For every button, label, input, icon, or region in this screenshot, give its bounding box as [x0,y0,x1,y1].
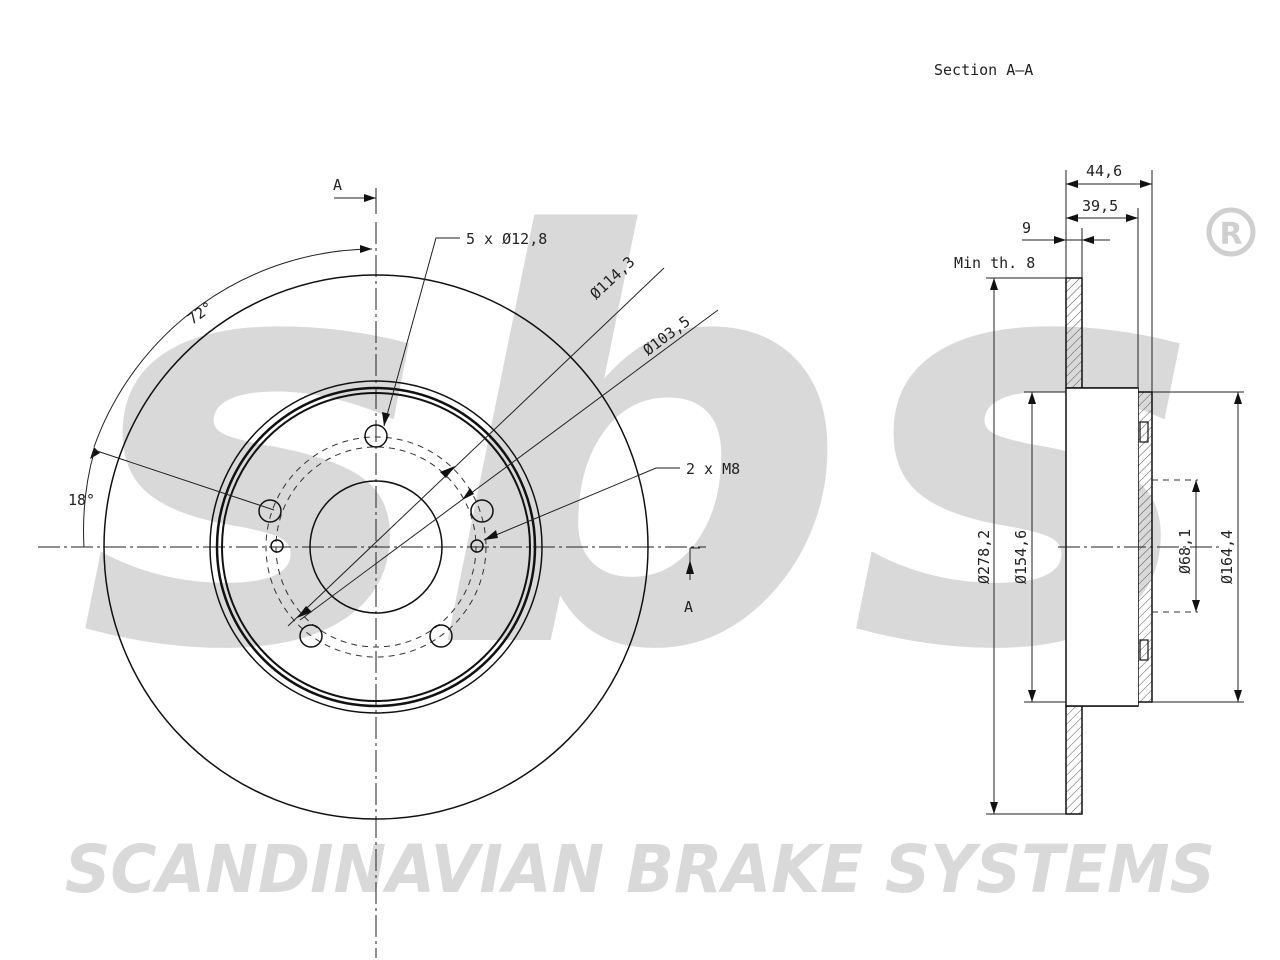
bolt-holes [258,424,494,648]
hat-diameter-label: Ø164,4 [1218,530,1236,584]
section-view: 44,6 39,5 9 Min th. 8 Ø278,2 Ø154,6 Ø68,… [954,162,1244,815]
front-view: A A [38,176,740,958]
thickness-label: 9 [1022,219,1031,237]
company-name-watermark: SCANDINAVIAN BRAKE SYSTEMS [65,831,1215,908]
bolt-hole-leader [383,237,460,427]
bolt-hole [364,424,388,448]
bolt-hole [258,499,282,523]
center-bore-label: Ø68,1 [1176,529,1194,574]
threaded-holes-label: 2 x M8 [686,460,740,478]
bolt-holes-label: 5 x Ø12,8 [466,230,547,248]
bolt-hole [470,499,494,523]
outer-diameter-label: Ø278,2 [975,530,993,584]
angle-72-arc [93,248,373,448]
threaded-holes-leader [483,467,680,541]
friction-inner-diameter-label: Ø154,6 [1012,530,1030,584]
sbs-logo-watermark: sbs [80,121,1201,773]
angle-18-arc [83,451,95,548]
section-marker-top: A [333,176,342,194]
section-marker-bottom: A [684,598,693,616]
hat-outer-edge [209,380,543,714]
section-title: Section A–A [934,61,1033,79]
total-height-label: 44,6 [1086,162,1122,180]
angle-18-label: 18° [68,491,95,509]
pcd-circle [275,446,477,648]
pcd-inner-dim-line [299,309,719,621]
center-bore [309,480,443,614]
hat-rim-2 [221,392,531,702]
disc-outer-edge [103,274,649,820]
svg-text:R: R [1219,217,1242,252]
bolt-hole [299,624,323,648]
hat-height-label: 39,5 [1082,197,1118,215]
min-thickness-label: Min th. 8 [954,254,1035,272]
bolt-hole [429,624,453,648]
threaded-hole [470,539,484,553]
hat-rim-1 [215,386,537,708]
sbs-logo-text: sbs [80,121,1201,773]
threaded-hole [270,539,284,553]
pcd-outer-dim-line [287,267,665,627]
inner-hidden-circle [265,436,487,658]
threaded-holes [270,539,484,553]
registered-mark: R [1206,207,1256,257]
